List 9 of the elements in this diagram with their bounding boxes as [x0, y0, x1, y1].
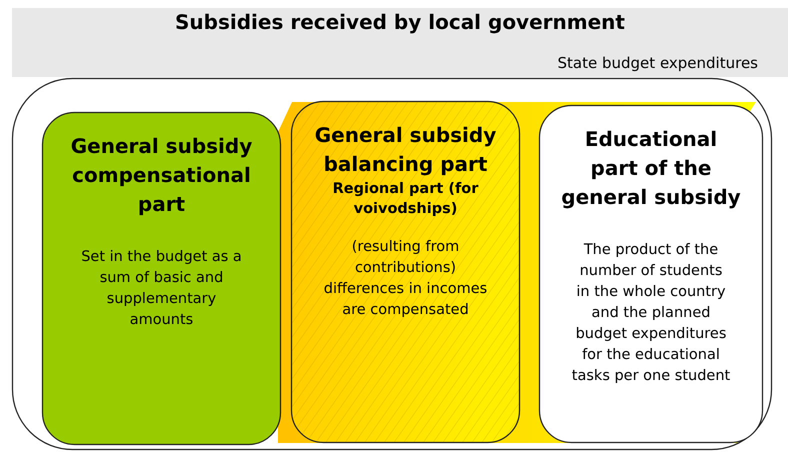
box-description: The product of the number of students in the whole country and the planned budget expenditures for the educational tasks per one student — [571, 241, 731, 386]
box-heading: General subsidy balancing part — [314, 122, 498, 178]
group-label: State budget expenditures — [558, 53, 758, 74]
box-description: Set in the budget as a sum of basic and supplementary amounts — [80, 248, 243, 330]
box-heading: General subsidy compensational part — [70, 133, 254, 218]
box-description: (resulting from contributions) differences in incomes are compensated — [323, 238, 488, 320]
box-heading: Educational part of the general subsidy — [561, 126, 741, 211]
box-subheading: Regional part (for voivodships) — [332, 180, 480, 219]
diagram-title: Subsidies received by local government — [174, 10, 626, 34]
